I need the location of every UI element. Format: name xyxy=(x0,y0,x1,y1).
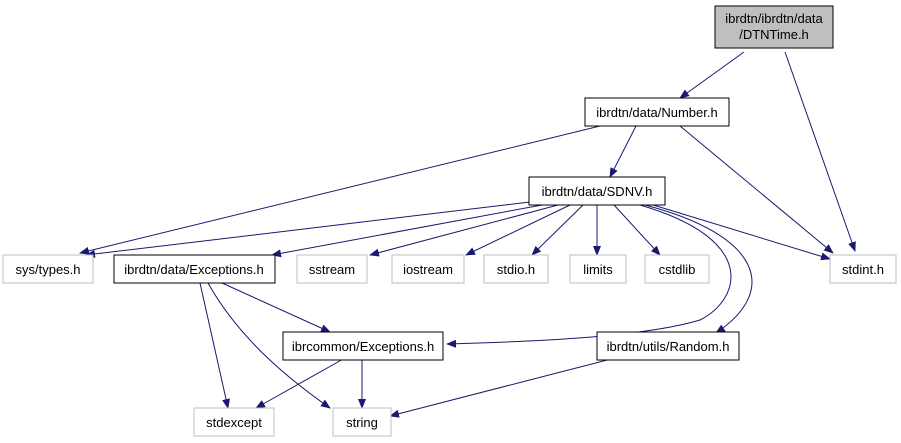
node-label: stdint.h xyxy=(842,262,884,277)
node-limits[interactable]: limits xyxy=(569,254,627,284)
node-random[interactable]: ibrdtn/utils/Random.h xyxy=(596,331,740,361)
node-stdio[interactable]: stdio.h xyxy=(483,254,549,284)
node-cstdlib[interactable]: cstdlib xyxy=(644,254,710,284)
node-data-exceptions[interactable]: ibrdtn/data/Exceptions.h xyxy=(113,254,276,284)
edge-sdnv-stdio xyxy=(531,204,584,256)
node-label: stdio.h xyxy=(497,262,535,277)
node-iostream[interactable]: iostream xyxy=(391,254,465,284)
edge-dtntime-number xyxy=(679,51,745,99)
edge-number-systypes xyxy=(79,125,601,255)
node-label: stdexcept xyxy=(206,415,262,430)
edge-sdnv-random xyxy=(644,204,753,334)
node-sstream[interactable]: sstream xyxy=(296,254,368,284)
edges xyxy=(79,51,856,418)
edge-sdnv-dataexceptions xyxy=(271,204,543,258)
node-label: ibrdtn/ibrdtn/data xyxy=(725,11,823,26)
node-sys-types[interactable]: sys/types.h xyxy=(2,254,94,284)
node-string[interactable]: string xyxy=(332,407,392,437)
edge-ibrcommonexceptions-stdexcept xyxy=(255,357,346,409)
edge-sdnv-ibrcommonexceptions xyxy=(446,204,732,348)
node-label: cstdlib xyxy=(659,262,696,277)
node-label: limits xyxy=(583,262,613,277)
node-label: ibrdtn/data/Number.h xyxy=(596,105,717,120)
edge-dataexceptions-stdexcept xyxy=(199,282,230,409)
node-dtntime[interactable]: ibrdtn/ibrdtn/data /DTNTime.h xyxy=(714,5,834,49)
edge-number-stdint xyxy=(679,125,834,254)
node-sdnv[interactable]: ibrdtn/data/SDNV.h xyxy=(528,176,666,206)
edge-sdnv-iostream xyxy=(465,204,571,256)
node-label: ibrdtn/data/SDNV.h xyxy=(542,184,653,199)
node-label: sstream xyxy=(309,262,355,277)
edge-sdnv-systypes xyxy=(85,201,531,258)
node-label: ibrcommon/Exceptions.h xyxy=(292,339,434,354)
edge-dataexceptions-string xyxy=(207,282,331,409)
edge-dtntime-stdint xyxy=(784,51,856,252)
node-number[interactable]: ibrdtn/data/Number.h xyxy=(584,97,730,127)
node-label: ibrdtn/data/Exceptions.h xyxy=(124,262,263,277)
node-label: /DTNTime.h xyxy=(739,27,809,42)
edge-dataexceptions-ibrcommonexceptions xyxy=(221,282,331,333)
edge-sdnv-sstream xyxy=(369,204,559,257)
edge-number-sdnv xyxy=(609,125,637,178)
node-label: sys/types.h xyxy=(15,262,80,277)
node-stdint[interactable]: stdint.h xyxy=(829,254,897,284)
node-ibrcommon-exceptions[interactable]: ibrcommon/Exceptions.h xyxy=(282,331,444,361)
node-label: string xyxy=(346,415,378,430)
edge-sdnv-cstdlib xyxy=(613,204,661,256)
edge-random-string xyxy=(389,357,616,418)
node-stdexcept[interactable]: stdexcept xyxy=(193,407,275,437)
node-label: ibrdtn/utils/Random.h xyxy=(607,339,730,354)
node-label: iostream xyxy=(403,262,453,277)
edge-sdnv-stdint xyxy=(649,203,831,261)
